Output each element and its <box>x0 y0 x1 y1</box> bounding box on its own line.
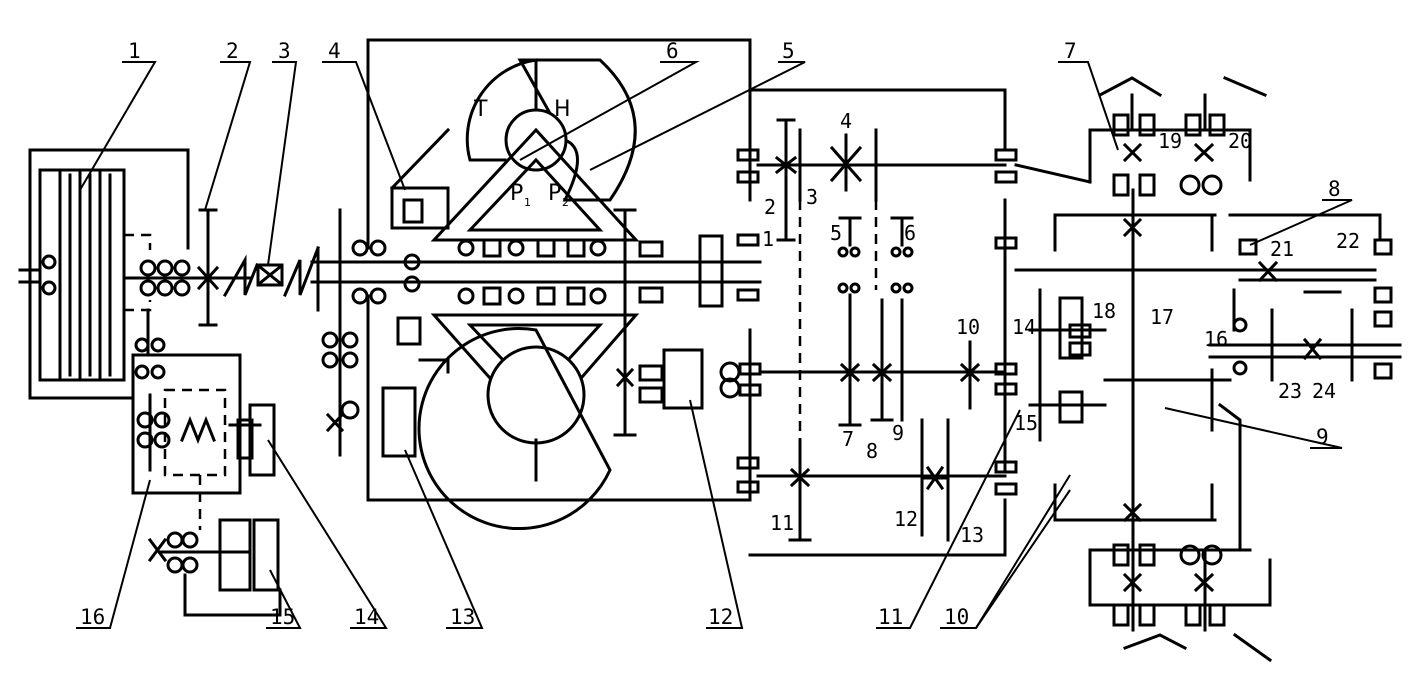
gear-label-11: 11 <box>770 511 794 535</box>
engine-clutch-assembly <box>18 148 320 400</box>
callout-9: 9 <box>1316 425 1329 449</box>
callout-3: 3 <box>278 39 291 63</box>
gearbox-gear-labels: 1 2 3 4 5 6 7 8 9 10 11 12 13 14 15 <box>762 109 1038 547</box>
rotor-label-turbine: Т <box>473 97 488 122</box>
steer-label-22: 22 <box>1336 229 1360 253</box>
callout-15: 15 <box>270 605 295 629</box>
gear-label-8: 8 <box>866 439 878 463</box>
rotor-label-pump: Н <box>554 97 571 122</box>
gear-label-10: 10 <box>956 315 980 339</box>
callout-7: 7 <box>1064 39 1077 63</box>
gear-label-3: 3 <box>806 185 818 209</box>
steer-label-21: 21 <box>1270 237 1294 261</box>
rotor-label-reactor1-sub: 1 <box>524 196 531 209</box>
steer-label-23: 23 <box>1278 379 1302 403</box>
gear-label-9: 9 <box>892 421 904 445</box>
steer-label-20: 20 <box>1228 129 1252 153</box>
pump-drive-block <box>131 308 282 617</box>
torque-converter <box>310 38 762 531</box>
gear-label-7: 7 <box>842 427 854 451</box>
steer-label-16: 16 <box>1204 327 1228 351</box>
rotor-labels: Т Н Р 1 Р 2 <box>473 97 571 209</box>
steer-label-19: 19 <box>1158 129 1182 153</box>
callout-6: 6 <box>666 39 679 63</box>
callout-5: 5 <box>782 39 795 63</box>
steer-label-18: 18 <box>1092 299 1116 323</box>
steer-label-17: 17 <box>1150 305 1174 329</box>
steering-labels: 16 17 18 19 20 21 22 23 24 <box>1092 129 1360 403</box>
steering-mechanism <box>1014 76 1402 663</box>
callout-10: 10 <box>944 605 969 629</box>
callout-4: 4 <box>328 39 341 63</box>
callout-1: 1 <box>128 39 141 63</box>
converter-bearing-row-bottom <box>457 286 607 306</box>
callout-numbers: 1 2 3 4 5 6 7 8 9 10 11 12 13 14 15 16 <box>80 39 1341 629</box>
gear-label-2: 2 <box>764 195 776 219</box>
callout-8: 8 <box>1328 177 1341 201</box>
callout-16: 16 <box>80 605 105 629</box>
callout-11: 11 <box>878 605 903 629</box>
gear-label-6: 6 <box>904 221 916 245</box>
rotor-label-reactor2-sub: 2 <box>562 196 569 209</box>
gear-label-13: 13 <box>960 523 984 547</box>
callout-2: 2 <box>226 39 239 63</box>
callout-leaders <box>76 61 1353 629</box>
callout-13: 13 <box>450 605 475 629</box>
gear-label-4: 4 <box>840 109 852 133</box>
converter-bearing-row-top <box>457 238 607 258</box>
steer-label-24: 24 <box>1312 379 1336 403</box>
gear-label-15: 15 <box>1014 411 1038 435</box>
rotor-label-reactor2: Р <box>548 181 561 206</box>
gear-label-12: 12 <box>894 507 918 531</box>
gear-label-14: 14 <box>1012 315 1036 339</box>
gear-label-1: 1 <box>762 227 774 251</box>
callout-14: 14 <box>354 605 379 629</box>
gear-label-5: 5 <box>830 221 842 245</box>
rotor-label-reactor1: Р <box>510 181 523 206</box>
gearbox <box>719 88 1092 557</box>
callout-12: 12 <box>708 605 733 629</box>
